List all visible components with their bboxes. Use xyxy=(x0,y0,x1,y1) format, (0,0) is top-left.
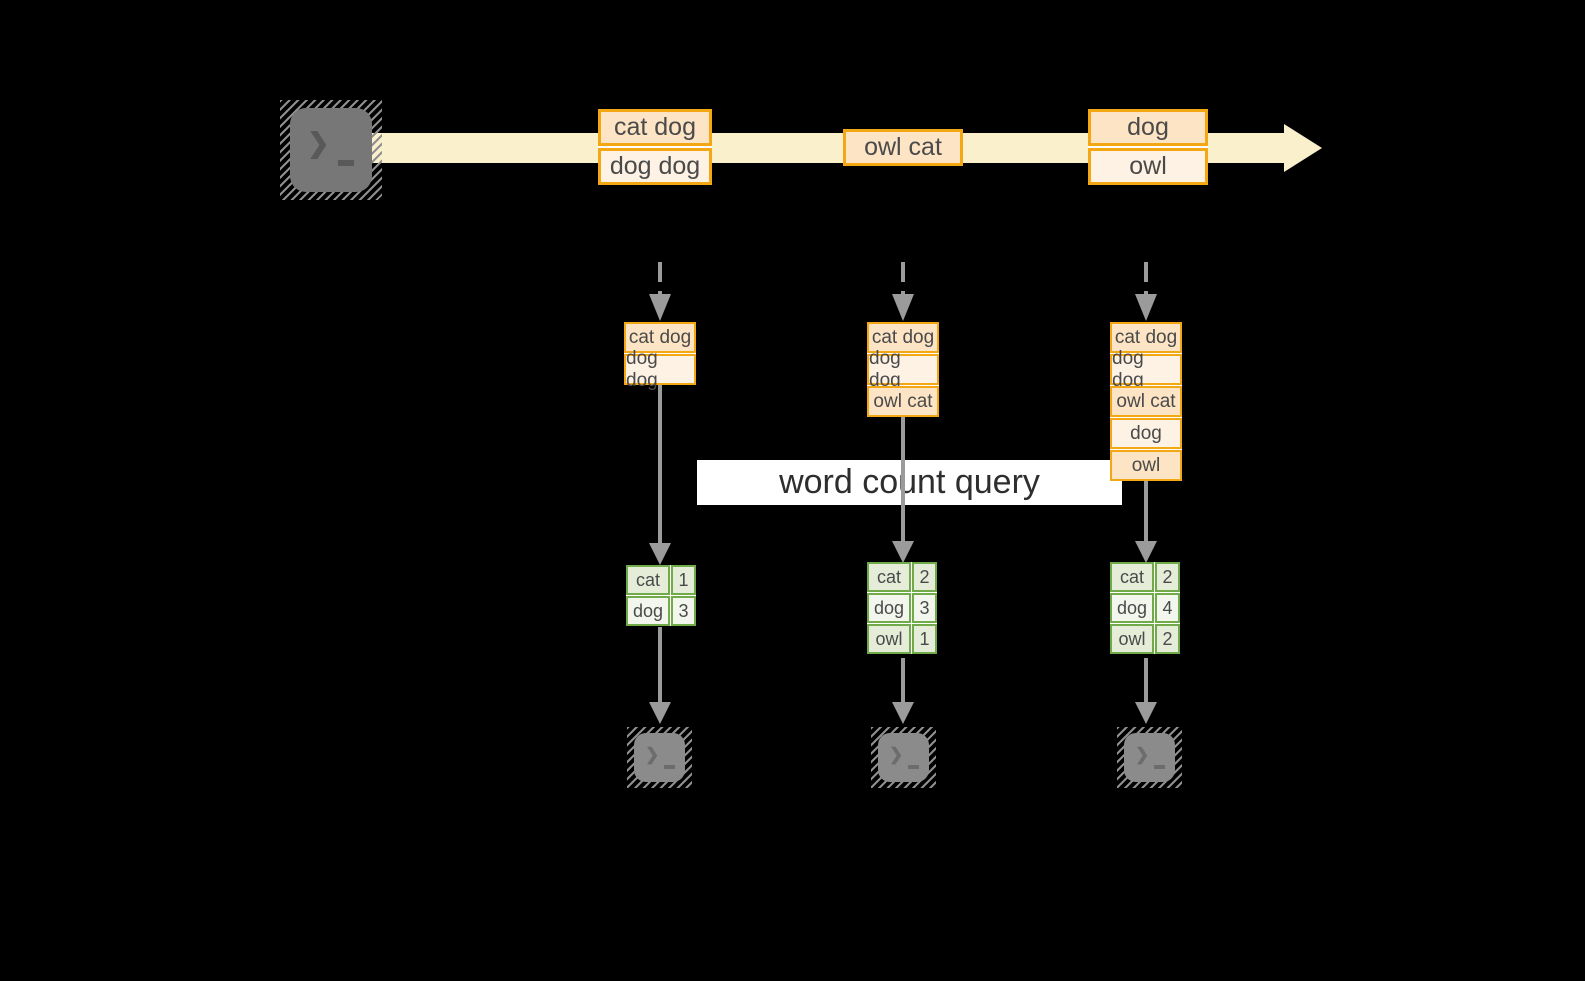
count-table-3: cat 2 dog 4 owl 2 xyxy=(1110,562,1180,654)
query-banner: word count query xyxy=(697,460,1122,505)
event-line: dog dog xyxy=(598,148,712,185)
buffer-line: owl cat xyxy=(1110,386,1182,417)
count-word: cat xyxy=(867,562,911,592)
count-word: dog xyxy=(626,596,670,626)
count-value: 3 xyxy=(671,596,696,626)
terminal-icon: ❯ xyxy=(627,727,692,788)
buffer-line: owl xyxy=(1110,450,1182,481)
count-value: 3 xyxy=(912,593,937,623)
event-line: owl cat xyxy=(843,129,963,166)
terminal-body: ❯ xyxy=(1124,733,1175,782)
terminal-cursor-icon xyxy=(908,765,919,769)
buffer-stack-3: cat dog dog dog owl cat dog owl xyxy=(1110,322,1182,481)
count-word: dog xyxy=(867,593,911,623)
count-word: owl xyxy=(1110,624,1154,654)
count-value: 1 xyxy=(671,565,696,595)
count-word: cat xyxy=(626,565,670,595)
buffer-line: dog dog xyxy=(624,348,696,391)
buffer-stack-1: cat dog dog dog xyxy=(624,322,696,391)
buffer-line: cat dog xyxy=(1110,322,1182,353)
buffer-line: dog xyxy=(1110,418,1182,449)
count-value: 1 xyxy=(912,624,937,654)
terminal-cursor-icon xyxy=(338,160,354,166)
terminal-prompt-icon: ❯ xyxy=(307,128,330,158)
terminal-prompt-icon: ❯ xyxy=(645,745,660,764)
buffer-line: dog dog xyxy=(867,348,939,391)
count-table-2: cat 2 dog 3 owl 1 xyxy=(867,562,937,654)
count-word: owl xyxy=(867,624,911,654)
terminal-cursor-icon xyxy=(1154,765,1165,769)
buffer-stack-2: cat dog dog dog owl cat xyxy=(867,322,939,417)
count-table-1: cat 1 dog 3 xyxy=(626,565,696,626)
count-value: 4 xyxy=(1155,593,1180,623)
terminal-icon: ❯ xyxy=(1117,727,1182,788)
stream-event-1: cat dog dog dog xyxy=(598,109,712,185)
buffer-line: owl cat xyxy=(867,386,939,417)
count-value: 2 xyxy=(1155,624,1180,654)
count-word: cat xyxy=(1110,562,1154,592)
event-line: owl xyxy=(1088,148,1208,185)
terminal-body: ❯ xyxy=(290,108,372,192)
terminal-prompt-icon: ❯ xyxy=(889,745,904,764)
event-line: dog xyxy=(1088,109,1208,146)
stream-event-2: owl cat xyxy=(843,129,963,166)
buffer-line: cat dog xyxy=(867,322,939,353)
count-value: 2 xyxy=(1155,562,1180,592)
terminal-cursor-icon xyxy=(664,765,675,769)
stream-event-3: dog owl xyxy=(1088,109,1208,185)
count-word: dog xyxy=(1110,593,1154,623)
terminal-icon: ❯ xyxy=(280,100,382,200)
terminal-body: ❯ xyxy=(878,733,929,782)
terminal-icon: ❯ xyxy=(871,727,936,788)
stream-arrowhead xyxy=(1284,124,1322,172)
buffer-line: dog dog xyxy=(1110,348,1182,391)
buffer-line: cat dog xyxy=(624,322,696,353)
event-line: cat dog xyxy=(598,109,712,146)
count-value: 2 xyxy=(912,562,937,592)
terminal-prompt-icon: ❯ xyxy=(1135,745,1150,764)
terminal-body: ❯ xyxy=(634,733,685,782)
